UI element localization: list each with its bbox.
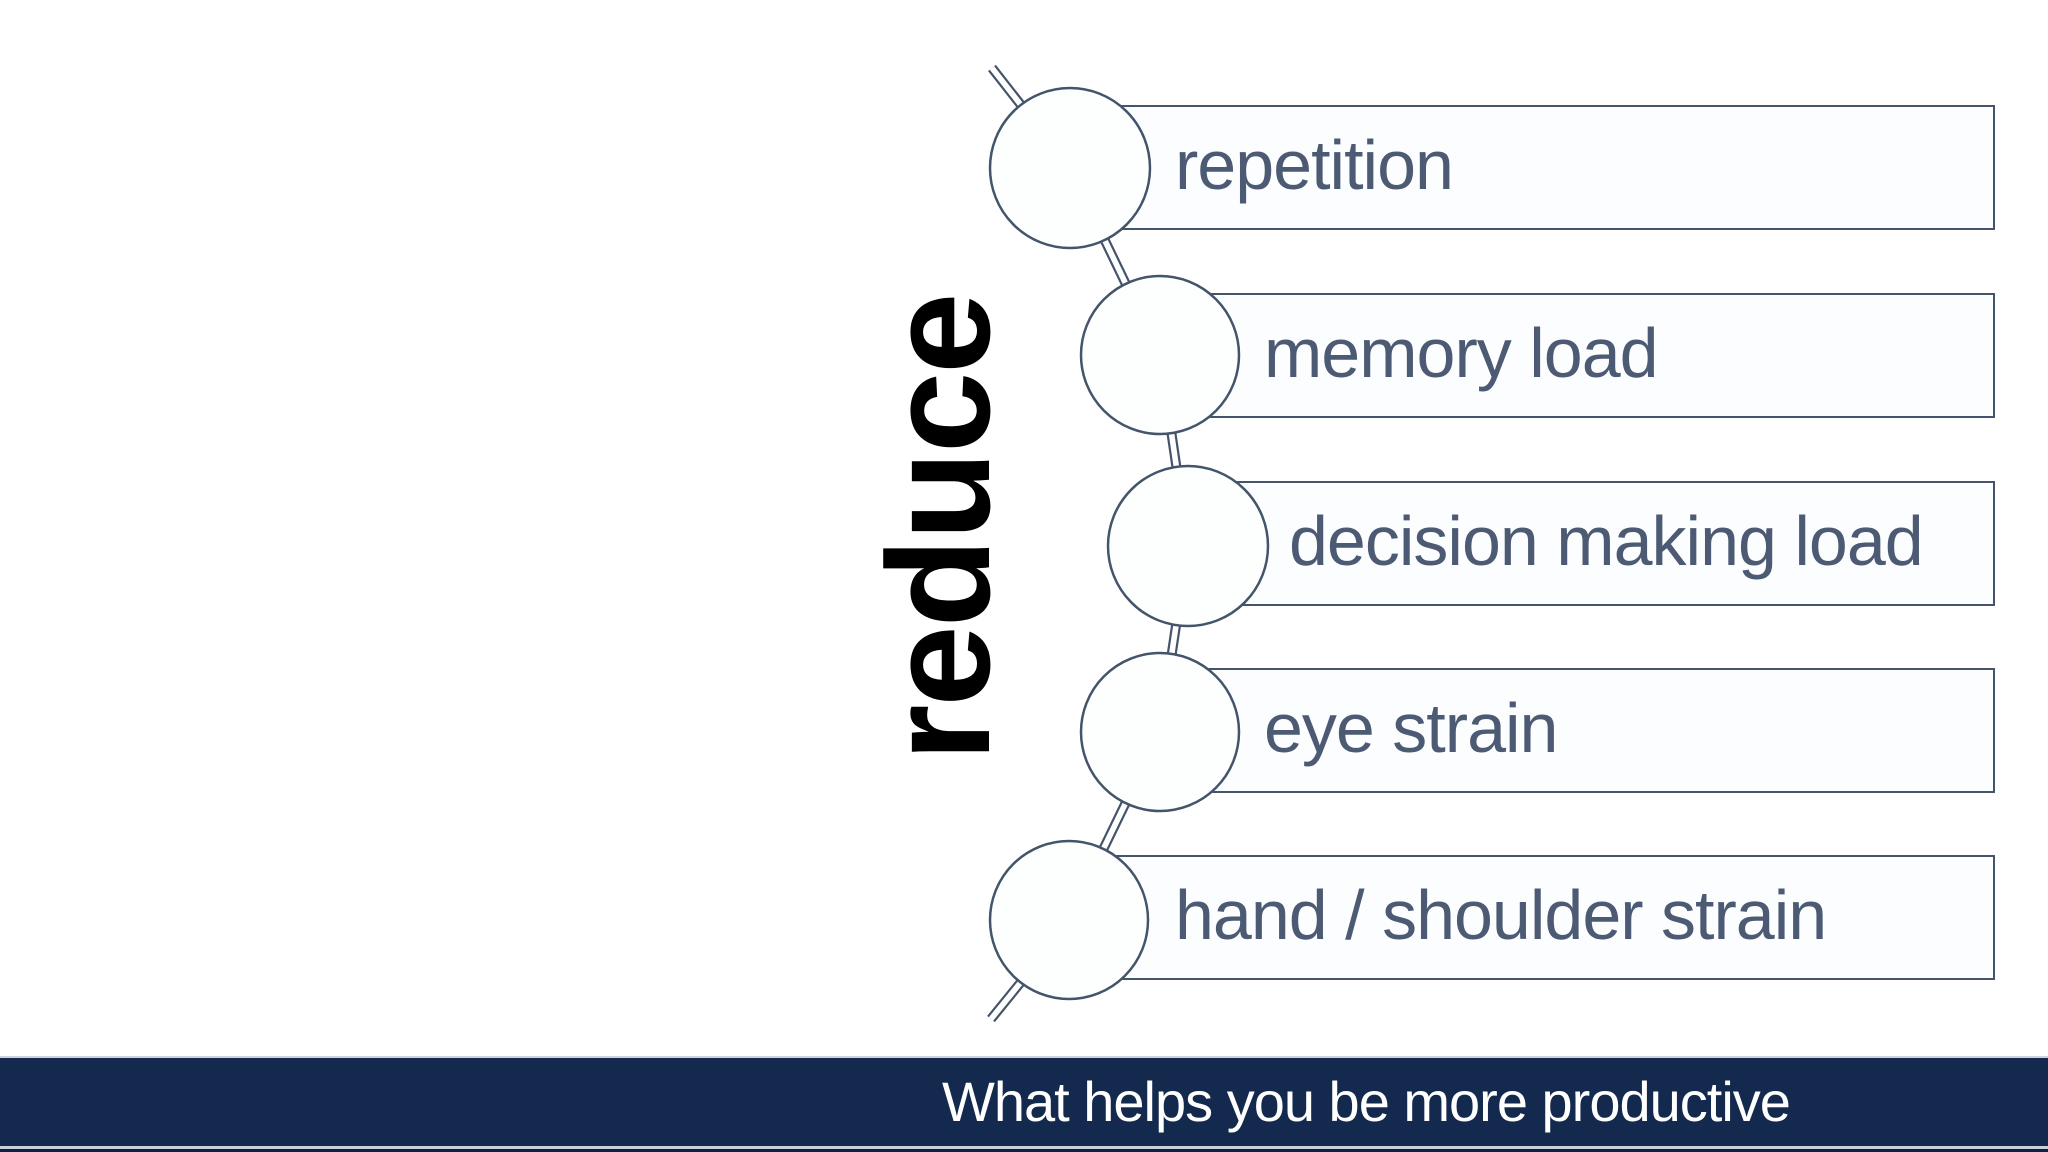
list-item-hand-shoulder-strain: hand / shoulder strain: [1069, 855, 1995, 980]
reduce-vertical-label: reduce: [857, 294, 1020, 762]
footer-bar: What helps you be more productive: [0, 1058, 2048, 1146]
connector-line: [988, 969, 1033, 1021]
connector-line: [989, 66, 1031, 116]
list-item-repetition: repetition: [1070, 105, 1995, 230]
item-label: decision making load: [1289, 501, 1924, 580]
list-item-memory-load: memory load: [1160, 293, 1995, 418]
item-label: eye strain: [1264, 688, 1558, 767]
footer-bottom-hairline: [0, 1146, 2048, 1149]
list-item-eye-strain: eye strain: [1160, 668, 1995, 793]
footer-title: What helps you be more productive: [942, 1070, 1791, 1133]
connector-line: [987, 967, 1034, 1023]
connector-line: [988, 64, 1032, 118]
list-item-decision-making-load: decision making load: [1188, 481, 1995, 606]
item-label: memory load: [1264, 313, 1659, 392]
item-label: hand / shoulder strain: [1175, 875, 1827, 954]
item-label: repetition: [1175, 125, 1454, 204]
footer-bottom-strip: [0, 1149, 2048, 1152]
footer-top-hairline: [0, 1056, 2048, 1058]
